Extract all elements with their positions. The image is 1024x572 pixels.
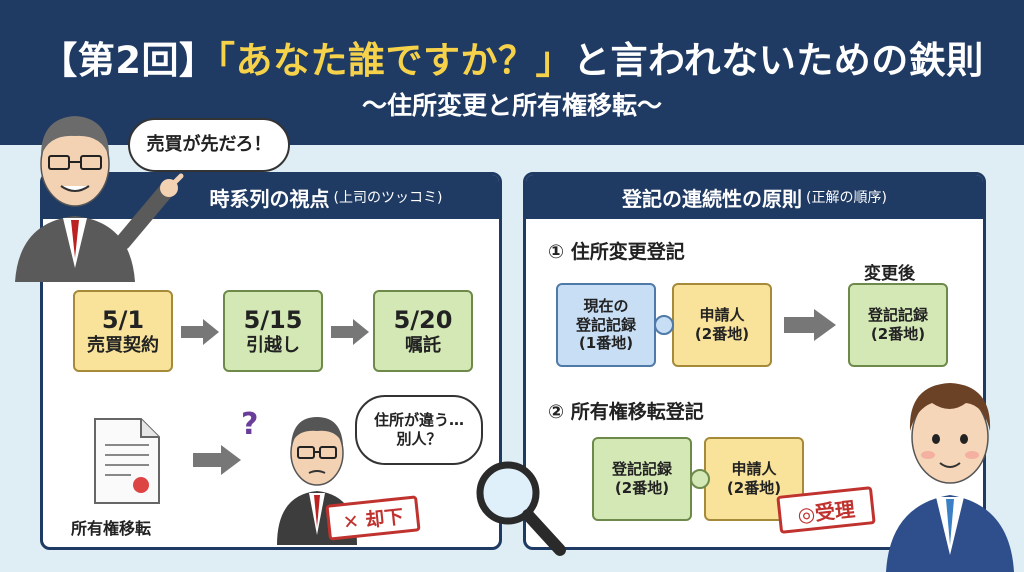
arrow-right-icon [181, 319, 219, 345]
puzzle-piece-record-2: 登記記録 (2番地) [592, 437, 692, 521]
title-suffix: と言われないための鉄則 [573, 39, 984, 82]
document-icon [94, 418, 160, 504]
timeline-box-commission: 5/20 嘱託 [373, 290, 473, 372]
piece-line: (2番地) [694, 325, 750, 343]
piece-line: 登記記録 [867, 306, 928, 325]
principle-heading-text: 登記の連続性の原則 [622, 186, 803, 211]
piece-line: 申請人 [731, 460, 777, 479]
clerk-bubble-line1: 住所が違う… [373, 410, 464, 429]
boss-illustration [15, 116, 184, 282]
timeline-date: 5/1 [101, 305, 145, 334]
timeline-date: 5/15 [243, 305, 303, 334]
page-subtitle: 〜住所変更と所有権移転〜 [361, 91, 662, 120]
piece-line: 登記記録 [575, 315, 636, 334]
piece-line: (2番地) [870, 325, 926, 343]
young-employee-illustration [886, 383, 1014, 572]
clerk-speech-bubble: 住所が違う… 別人？ [355, 395, 483, 465]
step2-title: ② 所有権移転登記 [548, 401, 704, 423]
timeline-date: 5/20 [393, 305, 453, 334]
puzzle-piece-applicant: 申請人 (2番地) [672, 283, 772, 367]
page-title: 【第2回】「あなた誰ですか？」と言われないための鉄則 [0, 30, 1024, 84]
piece-line: 登記記録 [611, 460, 672, 479]
puzzle-knob-icon [654, 315, 674, 335]
timeline-box-move: 5/15 引越し [223, 290, 323, 372]
piece-line: 現在の [583, 296, 629, 315]
timeline-panel-heading: 時系列の視点 (上司のツッコミ) [43, 175, 499, 219]
timeline-event: 引越し [246, 334, 300, 356]
piece-line: (2番地) [726, 479, 782, 497]
timeline-heading-note: (上司のツッコミ) [333, 190, 443, 206]
principle-heading-note: (正解の順序) [806, 190, 887, 206]
arrow-right-icon [784, 309, 836, 341]
arrow-right-icon [193, 445, 241, 475]
arrow-right-icon [331, 319, 369, 345]
timeline-heading-text: 時系列の視点 [209, 186, 330, 211]
clerk-bubble-line2: 別人？ [396, 430, 442, 448]
piece-line: (2番地) [614, 479, 670, 497]
piece-line: (1番地) [578, 334, 634, 353]
step1-title: ① 住所変更登記 [548, 241, 685, 263]
magnifier-icon [476, 461, 566, 556]
principle-panel-heading: 登記の連続性の原則 (正解の順序) [526, 175, 983, 219]
puzzle-piece-current-record: 現在の 登記記録 (1番地) [556, 283, 656, 367]
title-quote: 「あなた誰ですか？」 [216, 39, 574, 82]
puzzle-knob-icon [690, 469, 710, 489]
title-prefix: 【第2回】 [40, 39, 217, 82]
principle-panel: 登記の連続性の原則 (正解の順序) ① 住所変更登記 現在の 登記記録 (1番地… [523, 172, 986, 550]
question-mark-icon: ? [241, 407, 259, 442]
piece-line: 申請人 [699, 306, 745, 325]
boss-speech-bubble: 売買が先だろ！ [128, 118, 290, 172]
after-change-label: 変更後 [864, 264, 915, 284]
timeline-event: 嘱託 [405, 334, 441, 356]
document-label: 所有権移転 [71, 519, 152, 538]
timeline-panel: 時系列の視点 (上司のツッコミ) 5/1 売買契約 5/15 引越し 5/20 … [40, 172, 502, 550]
updated-record-box: 登記記録 (2番地) [848, 283, 948, 367]
timeline-box-contract: 5/1 売買契約 [73, 290, 173, 372]
timeline-event: 売買契約 [87, 334, 159, 356]
